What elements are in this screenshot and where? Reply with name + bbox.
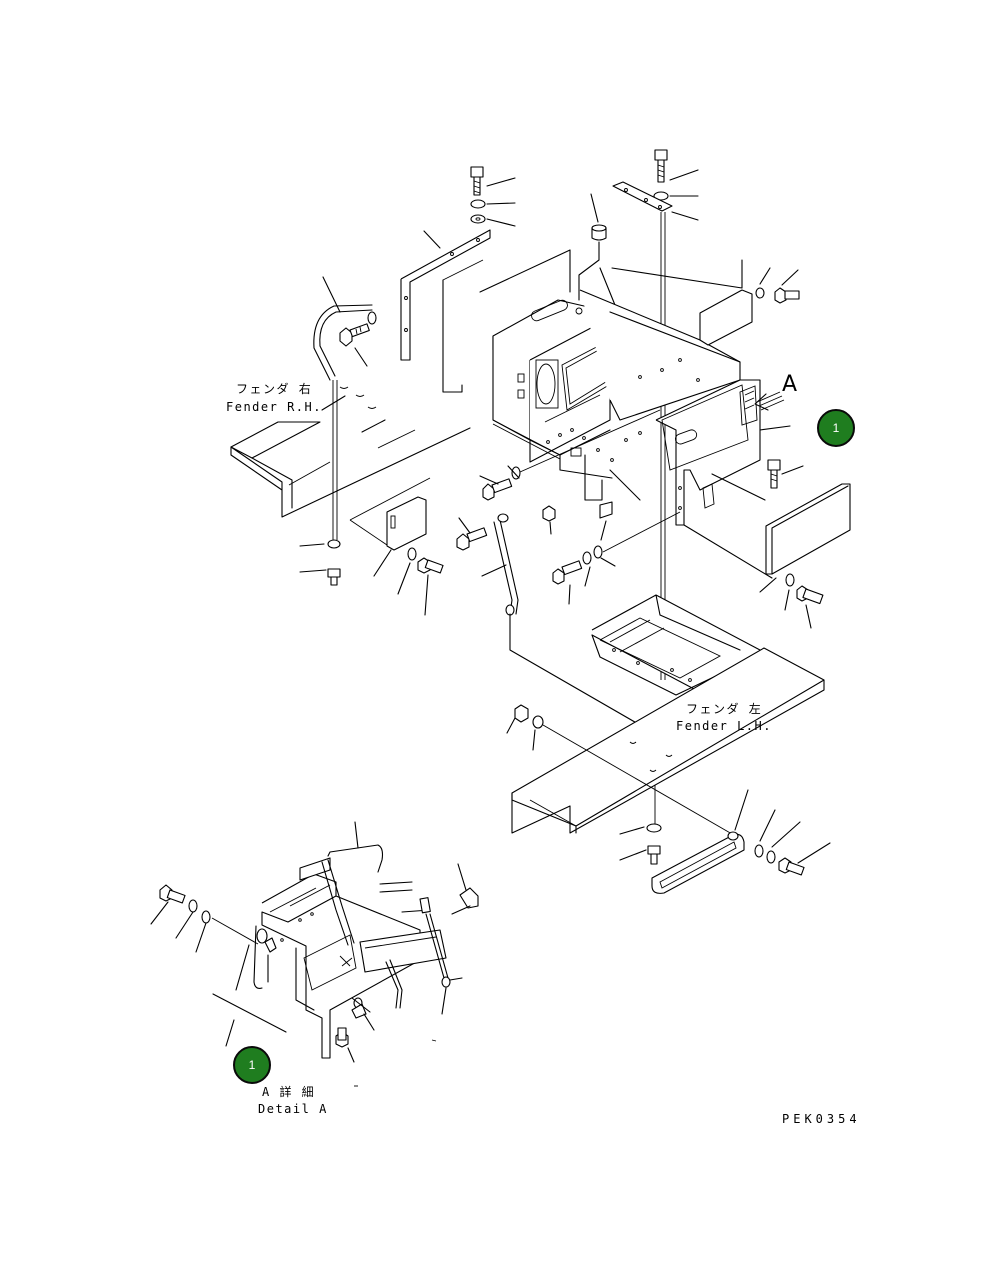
fender-lh (511, 647, 825, 834)
fender-rh-label-jp: フェンダ 右 (236, 382, 313, 396)
rubber-cap (578, 193, 607, 301)
hand-rail-left (313, 276, 377, 381)
bolt-fender-rh-bottom (299, 539, 341, 586)
bolt-fender-lh-bottom (619, 785, 662, 865)
detail-a-assembly (150, 821, 479, 1087)
detail-a-label-jp: A 詳 細 (262, 1085, 316, 1099)
frame-right-wing (579, 289, 791, 579)
cover-plate-upper-right (699, 259, 800, 346)
fender-rh (230, 421, 471, 518)
fender-lh-label-en: Fender L.H. (676, 719, 772, 733)
dash-marks-rh (321, 386, 386, 433)
view-arrow-label: A (782, 372, 798, 397)
nut-washer-fender-lh (506, 704, 733, 835)
foot-step (651, 789, 831, 894)
callout-marker-main[interactable]: 1 (817, 409, 855, 447)
bolt-right-side (767, 459, 804, 489)
mid-bolts-left (456, 409, 681, 726)
bolt-stack-top-left (470, 166, 516, 227)
drawing-code: PEK0354 (782, 1112, 861, 1126)
callout-marker-detail[interactable]: 1 (233, 1046, 271, 1084)
cover-plate-lower-left (349, 477, 444, 616)
lower-frame (591, 594, 761, 696)
fender-rh-label-en: Fender R.H. (226, 400, 322, 414)
bolt-rail (339, 323, 370, 367)
detail-a-label-en: Detail A (258, 1102, 328, 1116)
side-step-plate (759, 483, 851, 629)
long-support-bracket (400, 229, 571, 393)
view-arrow-a (754, 391, 785, 411)
fender-lh-label-jp: フェンダ 左 (686, 702, 763, 716)
